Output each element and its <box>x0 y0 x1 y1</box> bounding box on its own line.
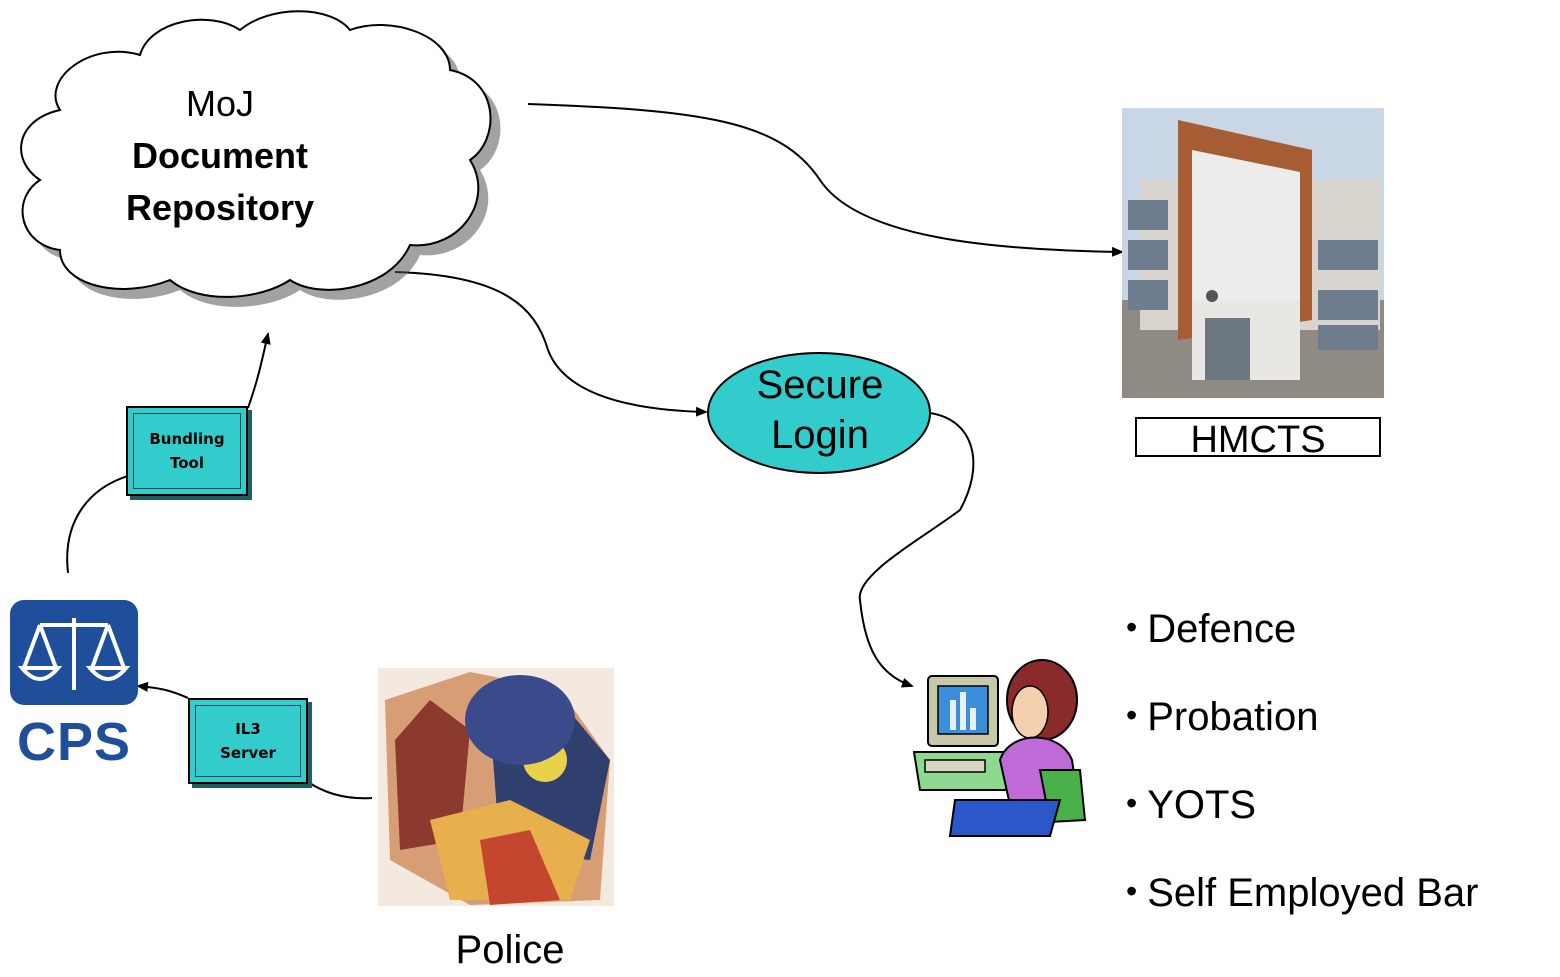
user-at-computer-image <box>912 659 1087 837</box>
secure-login-line2: Login <box>771 413 869 457</box>
hmcts-building-image <box>1122 108 1384 398</box>
bundling-tool-line1: Bundling <box>149 430 225 448</box>
secure-login-ellipse <box>707 352 931 474</box>
cloud-label: MoJ Document Repository <box>95 78 345 234</box>
il3-server-line2: Server <box>220 744 276 762</box>
list-item: Self Employed Bar <box>1126 868 1478 916</box>
hmcts-label: HMCTS <box>1135 417 1381 461</box>
cloud-shape <box>20 10 492 298</box>
secure-login-line1: Secure <box>756 363 884 407</box>
cloud-subtitle-document: Document <box>131 135 308 176</box>
il3-server-bevel <box>195 705 301 777</box>
connector-il3-to-cps <box>136 681 189 699</box>
cloud-subtitle-repository: Repository <box>125 187 315 228</box>
bundling-tool-box: Bundling Tool <box>126 406 248 496</box>
cloud-title: MoJ <box>185 83 254 124</box>
list-item: Probation <box>1126 692 1478 740</box>
cps-wordmark: CPS <box>16 712 132 772</box>
bundling-tool-bevel <box>133 413 241 489</box>
connector-cloud-to-hmcts <box>527 103 1124 257</box>
connector-cps-to-bundling <box>66 475 129 574</box>
il3-server-label: IL3 Server <box>220 717 276 765</box>
bundling-tool-label: Bundling Tool <box>149 427 224 475</box>
bundling-tool-line2: Tool <box>169 454 204 472</box>
connector-cloud-to-login <box>394 271 708 417</box>
list-item: Defence <box>1126 604 1478 652</box>
police-label: Police <box>455 928 565 972</box>
connector-login-to-user <box>858 412 975 688</box>
user-list: Defence Probation YOTS Self Employed Bar <box>1126 604 1478 956</box>
connector-police-to-il3 <box>307 781 373 800</box>
list-item: YOTS <box>1126 780 1478 828</box>
police-image <box>378 668 614 906</box>
secure-login-label: Secure Login <box>708 360 932 460</box>
cps-logo <box>10 600 138 705</box>
connector-bundling-to-cloud <box>247 332 271 409</box>
il3-server-box: IL3 Server <box>188 698 308 784</box>
il3-server-line1: IL3 <box>235 720 261 738</box>
